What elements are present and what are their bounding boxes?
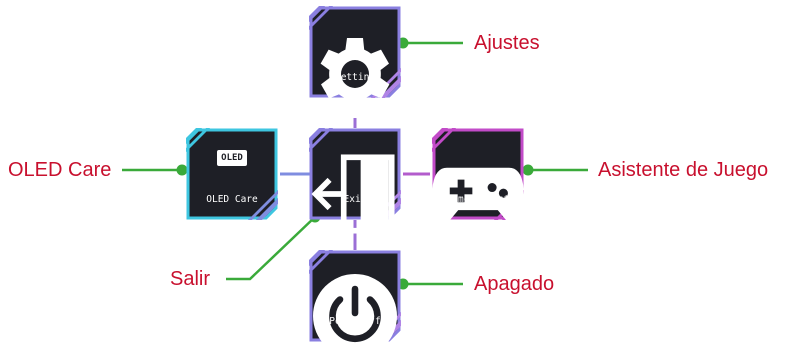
oled-care-tile[interactable]: OLED OLED Care [184,126,280,222]
callout-oled-care: OLED Care [8,159,112,181]
exit-label: Exit [343,194,367,205]
setting-label: Setting [334,72,376,83]
callout-salir: Salir [170,268,211,290]
setting-tile[interactable]: Setting [307,4,403,110]
oled-icon: OLED [184,150,280,166]
exit-tile[interactable]: Exit [307,126,403,234]
power-off-tile[interactable]: Power Off [307,248,403,358]
osd-menu-diagram: Setting OLED OLED Care [8,4,769,358]
oled-care-label: OLED Care [206,194,258,205]
power-off-label: Power Off [329,316,381,327]
oled-care-tile-frame [186,128,278,220]
callout-apagado: Apagado [474,273,555,295]
oled-icon-text: OLED [217,150,247,166]
leader-salir [226,216,316,281]
leader-dot-oled-care [176,164,188,176]
leader-dot-asistente [522,164,534,176]
callout-asistente: Asistente de Juego [598,159,769,181]
callout-ajustes: Ajustes [474,32,540,54]
game-assist-tile[interactable]: Game Assist [430,126,526,229]
game-assist-label: Game Assist [446,194,510,205]
